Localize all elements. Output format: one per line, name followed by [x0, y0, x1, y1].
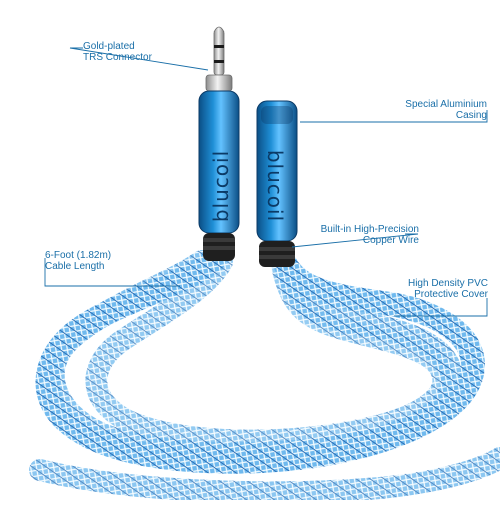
- brand-logo-right: blucoil: [263, 149, 288, 223]
- coiled-cable: [29, 248, 500, 504]
- callout-connector-line2: TRS Connector: [83, 52, 152, 63]
- callout-copper-wire-line2: Copper Wire: [362, 235, 419, 246]
- callout-cable-length-line2: Cable Length: [45, 261, 105, 272]
- callout-copper-wire-line1: Built-in High-Precision: [320, 224, 419, 235]
- brand-logo-left: blucoil: [209, 149, 234, 223]
- callout-casing-line2: Casing: [455, 110, 487, 121]
- female-socket: [256, 100, 298, 267]
- callout-cable-length-line1: 6-Foot (1.82m): [45, 250, 112, 261]
- callout-copper-wire: Built-in High-Precision Copper Wire: [321, 224, 419, 246]
- callout-cable-length: 6-Foot (1.82m) Cable Length: [45, 250, 111, 272]
- callout-casing: Special Aluminium Casing: [405, 99, 487, 121]
- callout-protective-cover-line1: High Density PVC: [407, 278, 488, 289]
- callout-protective-cover: High Density PVC Protective Cover: [408, 278, 488, 300]
- callout-connector: Gold-plated TRS Connector: [83, 41, 152, 63]
- callout-lines: [44, 47, 488, 317]
- callout-protective-cover-line2: Protective Cover: [414, 289, 488, 300]
- male-plug: [198, 26, 240, 261]
- callout-casing-line1: Special Aluminium: [405, 99, 487, 110]
- callout-connector-line1: Gold-plated: [83, 41, 135, 52]
